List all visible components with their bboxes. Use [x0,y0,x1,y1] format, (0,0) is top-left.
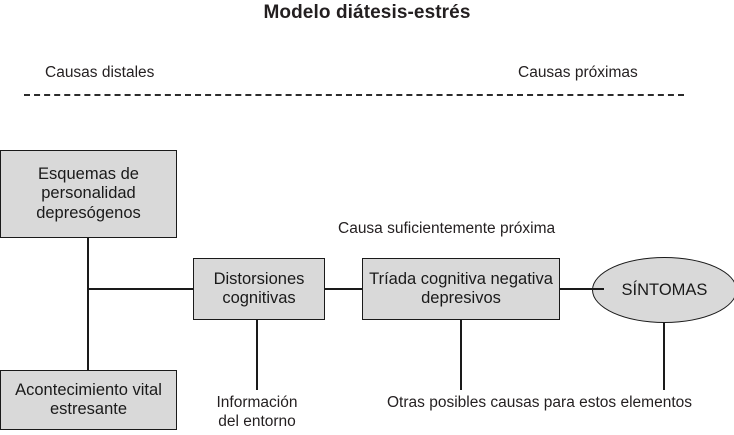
caption-causas-proximas: Causas próximas [518,64,638,81]
page-title: Modelo diátesis-estrés [263,2,471,23]
dashed-divider [24,94,684,96]
label-causa-suficientemente-proxima: Causa suficientemente próxima [338,220,556,237]
connector-triada-to-otras-causas [460,320,462,390]
connector-distorsiones-to-informacion [256,320,258,390]
node-esquemas-personalidad-depresogenos: Esquemas de personalidad depresógenos [0,150,177,238]
label-informacion-del-entorno: Información del entorno [216,394,298,430]
label-otras-posibles-causas: Otras posibles causas para estos element… [387,394,692,411]
connector-sintomas-to-otras-causas [663,322,665,390]
node-triada-cognitiva-negativa: Tríada cognitiva negativa depresivos [362,258,560,320]
node-distorsiones-cognitivas: Distorsiones cognitivas [193,258,325,320]
node-acontecimiento-vital-estresante: Acontecimiento vital estresante [0,370,177,430]
node-sintomas: SÍNTOMAS [592,257,734,323]
connector-trunk-to-distorsiones [87,288,194,290]
caption-causas-distales: Causas distales [45,64,155,81]
connector-distorsiones-to-triada [324,288,363,290]
connector-trunk-vertical [87,238,89,370]
connector-triada-to-sintomas [559,288,604,290]
